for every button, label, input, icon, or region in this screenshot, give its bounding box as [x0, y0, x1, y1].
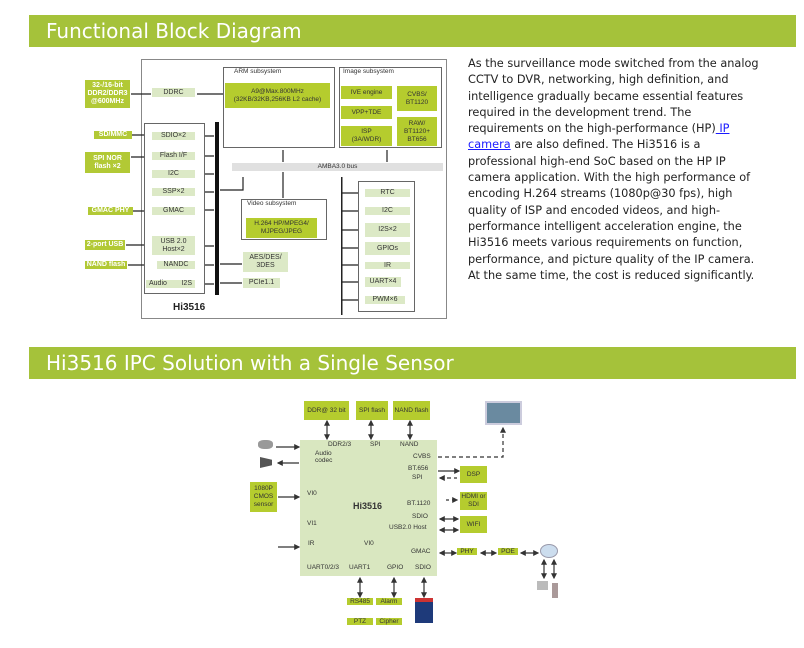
video-codec-block: H.264 HP/MPEG4/ MJPEG/JPEG: [246, 218, 317, 238]
sdio-block: SDIO×2: [152, 132, 195, 140]
port-bt656: BT.656: [408, 465, 429, 472]
ive-engine-block: IVE engine: [341, 86, 392, 99]
nand-flash-block: NAND flash: [393, 401, 430, 420]
hdmi-sdi-block: HDMI or SDI: [460, 492, 487, 510]
ssp-block: SSP×2: [152, 188, 195, 196]
port-spi: SPI: [370, 441, 381, 448]
chip-name: Hi3516: [353, 501, 383, 511]
ext-ddr: 32-/16-bit DDR2/DDR3 @600MHz: [85, 80, 130, 108]
computer-icon: [537, 581, 548, 590]
alarm-block: Alarm: [376, 598, 402, 605]
internal-bus-bar: [215, 122, 219, 295]
ptz-block: PTZ: [347, 618, 373, 625]
port-vi0: VI0: [307, 490, 317, 497]
port-sdio-bottom: SDIO: [415, 564, 431, 571]
port-bt1120: BT.1120: [407, 500, 431, 507]
image-subsystem-title: Image subsystem: [343, 68, 394, 75]
port-uart1: UART1: [349, 564, 371, 571]
paragraph-text-1: As the surveillance mode switched from t…: [468, 57, 759, 136]
ip-camera-link[interactable]: IP camera: [468, 122, 730, 152]
ext-spi-nor: SPI NOR flash ×2: [85, 152, 130, 173]
monitor-icon: [485, 401, 522, 425]
gpios-block: GPIOs: [365, 242, 410, 255]
sd-card-icon: [415, 598, 433, 623]
poe-block: POE: [498, 548, 518, 555]
section-header-functional-block-diagram: Functional Block Diagram: [29, 15, 796, 47]
port-gpio: GPIO: [387, 564, 404, 571]
nandc-block: NANDC: [157, 261, 195, 269]
crypto-block: AES/DES/ 3DES: [243, 252, 288, 272]
port-gmac: GMAC: [411, 548, 431, 555]
phone-icon: [552, 583, 558, 598]
phy-block: PHY: [457, 548, 477, 555]
isp-block: ISP (3A/WDR): [341, 126, 392, 146]
paragraph-text-2: are also defined. The Hi3516 is a profes…: [468, 138, 755, 282]
dome-camera-icon: [540, 544, 558, 558]
pwm-block: PWM×6: [365, 296, 405, 304]
cvbs-block: CVBS/ BT1120: [397, 86, 437, 111]
port-ir: IR: [308, 540, 315, 547]
port-nand: NAND: [400, 441, 419, 448]
port-vi0-inner: VI0: [364, 540, 374, 547]
chip-label: Hi3516: [173, 302, 206, 313]
usb-host-block: USB 2.0 Host×2: [152, 236, 195, 255]
flash-if-block: Flash I/F: [152, 152, 195, 160]
ddrc-block: DDRC: [152, 88, 195, 97]
uart-block: UART×4: [365, 277, 401, 287]
port-ddr: DDR2/3: [328, 441, 352, 448]
amba-bus: AMBA3.0 bus: [232, 163, 443, 171]
speaker-icon: [260, 457, 272, 468]
arm-subsystem-title: ARM subsystem: [234, 68, 282, 75]
port-usb-host: USB2.0 Host: [389, 524, 427, 531]
i2s-block: I2S×2: [365, 223, 410, 237]
port-spi-right: SPI: [412, 474, 423, 481]
ext-sdmmc: SD/MMC: [94, 131, 132, 139]
audio-i2s-block: Audio I2S: [146, 280, 195, 288]
cipher-block: Cipher: [376, 618, 402, 625]
dsp-block: DSP: [460, 466, 487, 483]
gmac-block: GMAC: [152, 207, 195, 215]
spi-flash-block: SPI flash: [356, 401, 388, 420]
audio-label: Audio: [149, 280, 167, 287]
port-cvbs: CVBS: [413, 453, 431, 460]
port-vi1: VI1: [307, 520, 317, 527]
arm-core-block: A9@Max.800MHz (32KB/32KB,256KB L2 cache): [225, 83, 330, 108]
raw-block: RAW/ BT1120+ BT656: [397, 117, 437, 146]
microphone-icon: [258, 440, 273, 449]
section-header-ipc-solution: Hi3516 IPC Solution with a Single Sensor: [29, 347, 796, 379]
pcie-block: PCIe1.1: [243, 278, 280, 288]
video-subsystem-title: Video subsystem: [247, 200, 297, 207]
rtc-block: RTC: [365, 189, 410, 197]
ext-usb: 2-port USB: [85, 240, 125, 250]
ext-gmac-phy: GMAC PHY: [88, 207, 133, 215]
i2c-block: I2C: [152, 170, 195, 178]
ext-nand: NAND flash: [85, 261, 127, 269]
port-sdio-right: SDIO: [412, 513, 428, 520]
ir-block: IR: [365, 262, 410, 269]
rs485-block: RS485: [347, 598, 373, 605]
cmos-sensor-block: 1080P CMOS sensor: [250, 482, 277, 512]
i2c-right-block: I2C: [365, 207, 410, 215]
wifi-block: WIFI: [460, 516, 487, 533]
i2s-label: I2S: [181, 280, 192, 287]
vpp-tde-block: VPP+TDE: [341, 106, 392, 119]
hi3516-chip: [300, 440, 437, 576]
ddr-block: DDR@ 32 bit: [304, 401, 349, 420]
port-uart023: UART0/2/3: [307, 564, 340, 571]
port-audio-codec: Audio codec: [315, 450, 333, 464]
description-paragraph: As the surveillance mode switched from t…: [468, 56, 764, 284]
